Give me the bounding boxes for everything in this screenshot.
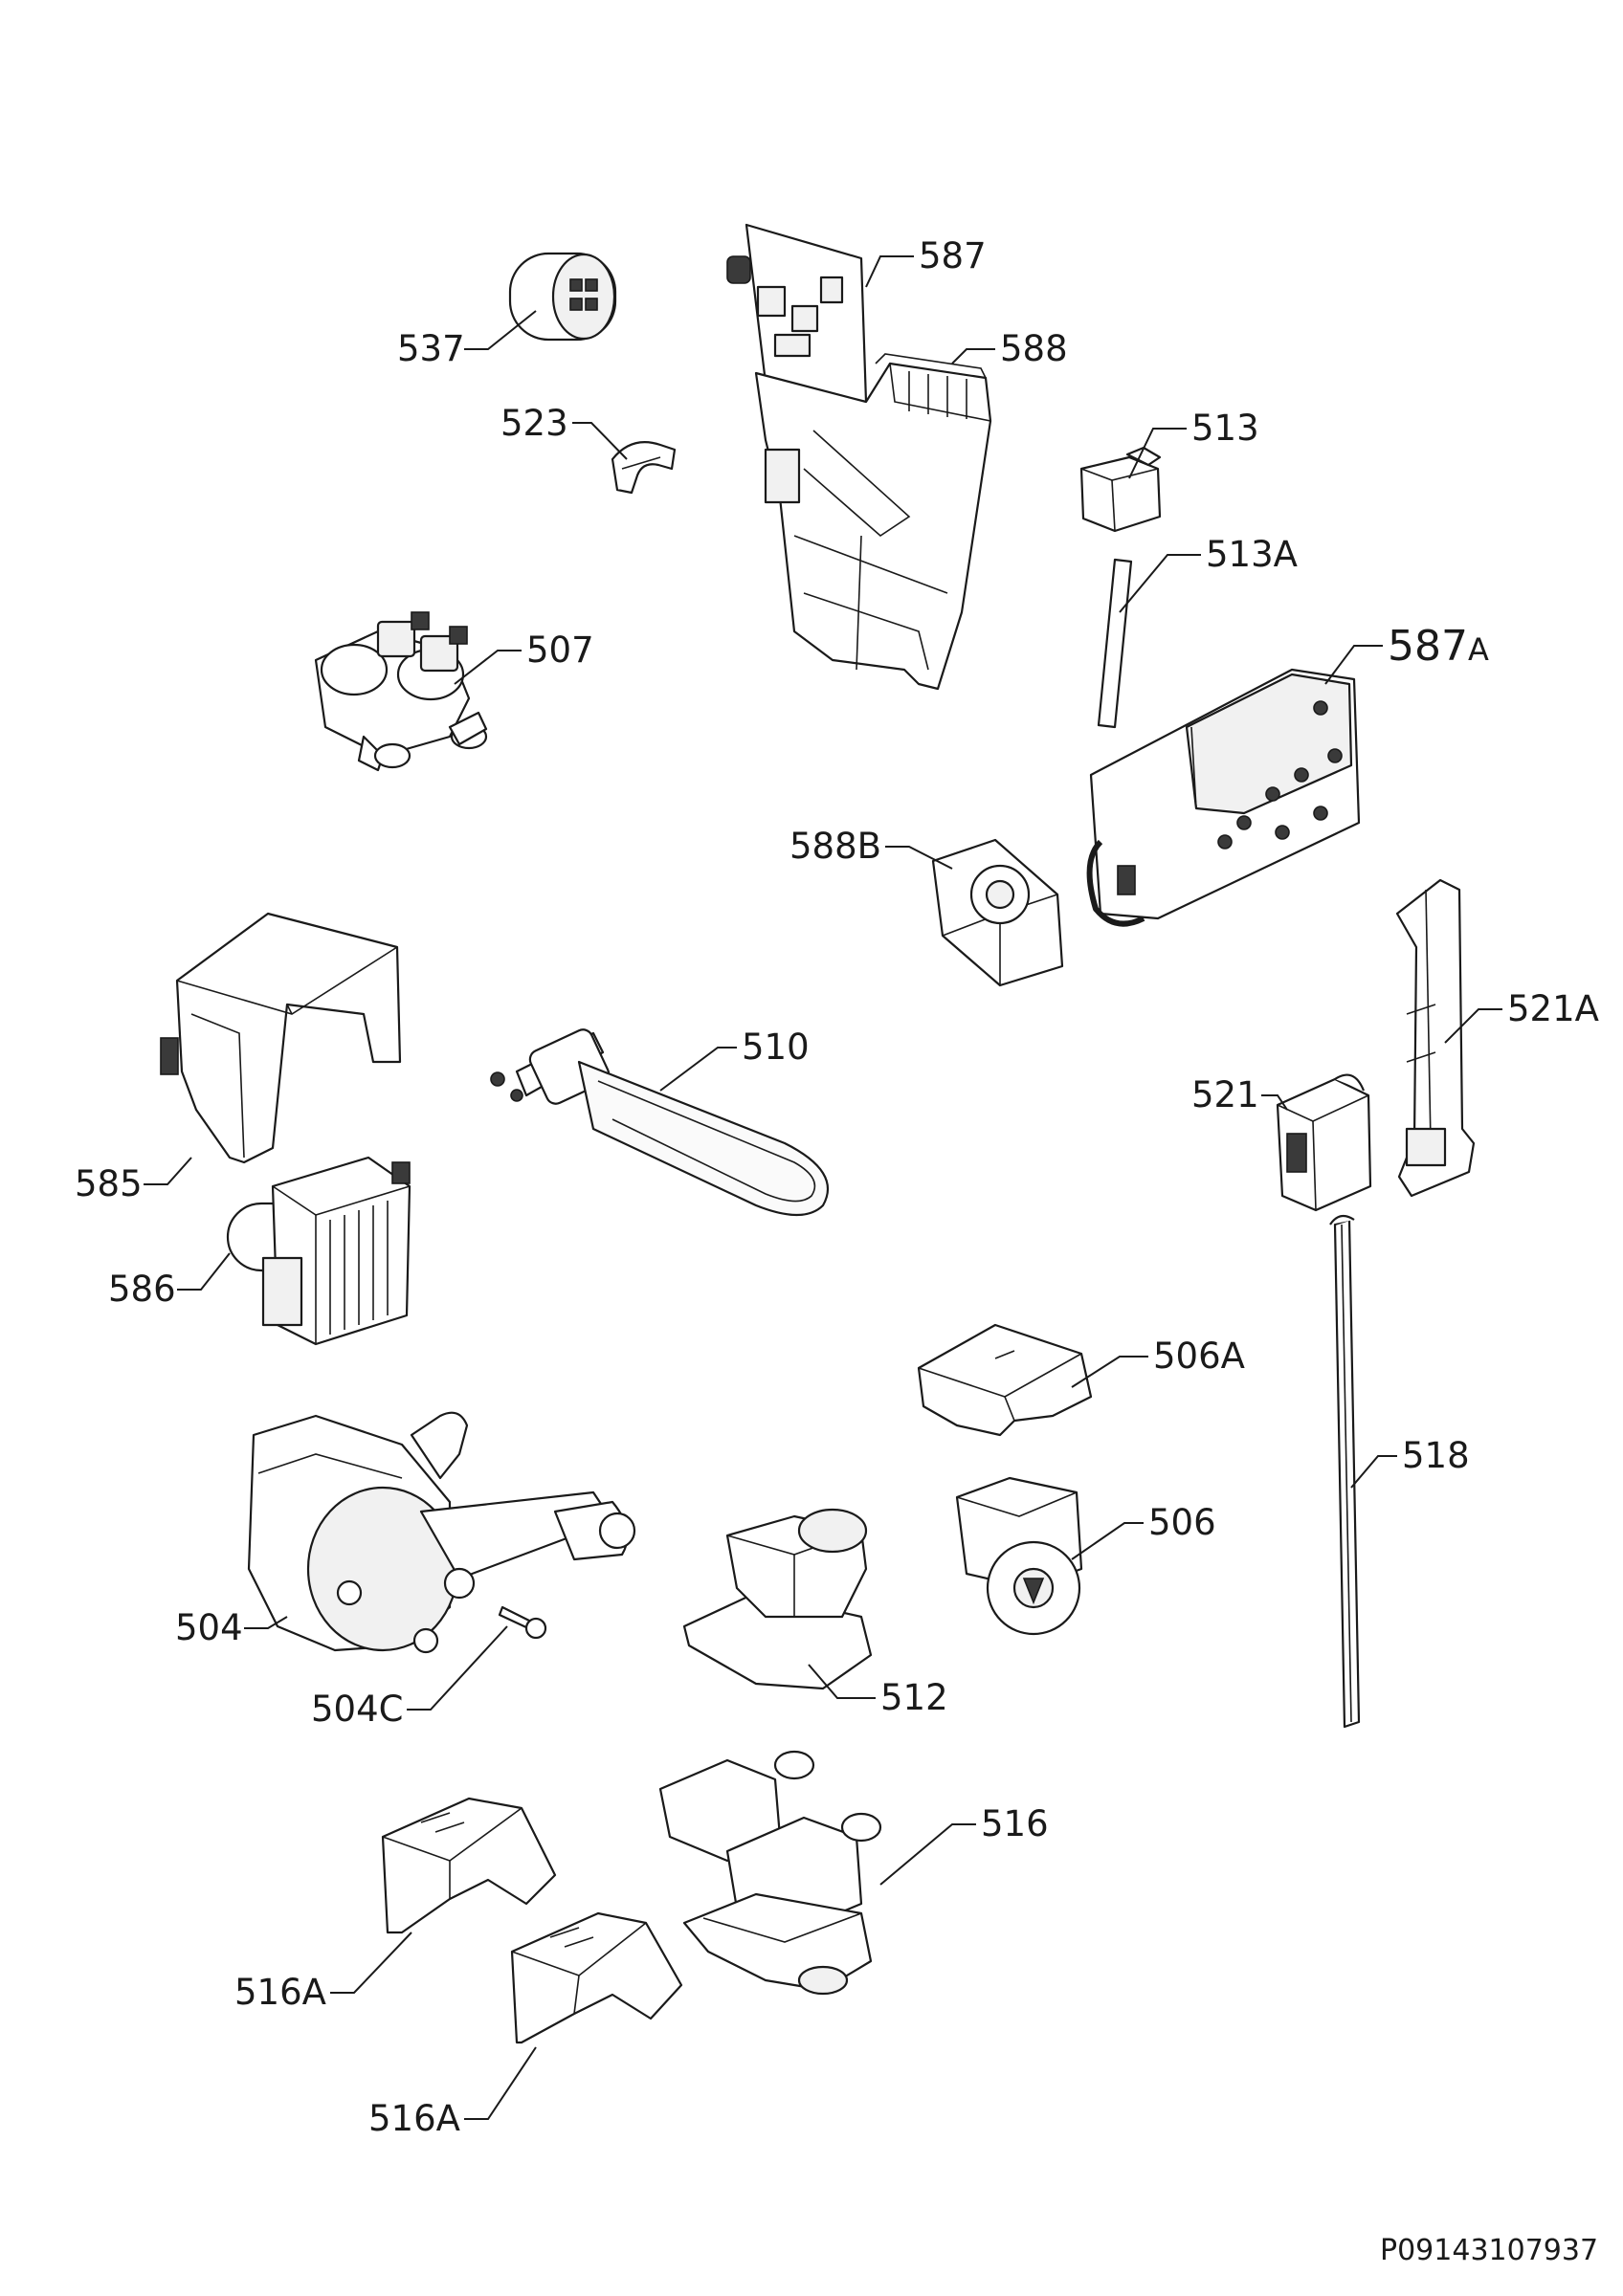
label-510: 510 xyxy=(742,1027,810,1068)
label-587A: 587A xyxy=(1388,622,1489,671)
label-518: 518 xyxy=(1402,1435,1470,1476)
label-513: 513 xyxy=(1191,408,1259,449)
part-516A-cover-2 xyxy=(510,1911,683,2044)
part-510-heater xyxy=(490,1028,829,1216)
part-516A-cover-1 xyxy=(381,1797,557,1934)
leader-587 xyxy=(865,255,914,288)
part-588-board-housing xyxy=(754,353,992,691)
leader-587A xyxy=(1324,645,1383,685)
part-587-control-board xyxy=(726,223,868,404)
leader-504 xyxy=(244,1616,288,1629)
part-521-door-lock xyxy=(1276,1073,1372,1212)
label-513A: 513A xyxy=(1206,534,1298,575)
leader-504C xyxy=(407,1625,508,1711)
label-516A-2: 516A xyxy=(368,2098,460,2139)
leader-513A xyxy=(1119,554,1201,613)
leader-506A xyxy=(1071,1356,1148,1388)
label-588: 588 xyxy=(1000,328,1068,369)
leader-516A-2 xyxy=(464,2046,537,2120)
leader-523 xyxy=(572,422,628,460)
label-516: 516 xyxy=(981,1803,1049,1844)
part-523-clip xyxy=(611,441,677,495)
part-513A-rod xyxy=(1097,558,1133,729)
leader-521A xyxy=(1444,1008,1502,1044)
label-506: 506 xyxy=(1148,1502,1216,1543)
label-507: 507 xyxy=(526,629,594,671)
part-587A-display-board xyxy=(1086,668,1361,927)
label-506A: 506A xyxy=(1153,1336,1245,1377)
leader-512 xyxy=(808,1664,876,1699)
label-512: 512 xyxy=(880,1677,948,1718)
part-516-valve-assembly xyxy=(658,1750,882,1996)
leader-516A-1 xyxy=(330,1932,412,1994)
part-588B-selector xyxy=(931,838,1064,987)
label-587: 587 xyxy=(919,235,987,276)
leader-588 xyxy=(951,348,995,364)
label-516A-1: 516A xyxy=(234,1972,326,2013)
part-586-module xyxy=(226,1156,411,1346)
label-523: 523 xyxy=(500,403,568,444)
part-504-motor xyxy=(247,1411,636,1654)
part-521A-bracket xyxy=(1395,878,1476,1198)
label-588B: 588B xyxy=(789,826,881,867)
leader-507 xyxy=(454,650,522,685)
part-537-capacitor xyxy=(508,252,617,342)
leader-518 xyxy=(1350,1455,1397,1489)
label-504: 504 xyxy=(175,1607,243,1648)
part-504C-screw xyxy=(498,1605,547,1640)
leader-586 xyxy=(177,1252,231,1291)
leader-506 xyxy=(1071,1522,1144,1560)
part-513-connector xyxy=(1079,446,1162,533)
label-537: 537 xyxy=(397,328,465,369)
label-504C: 504C xyxy=(311,1689,403,1730)
part-507-inlet-valve xyxy=(314,611,488,772)
leader-521 xyxy=(1261,1094,1288,1111)
label-521: 521 xyxy=(1191,1074,1259,1115)
leader-537 xyxy=(464,310,537,350)
part-506-drain-pump xyxy=(955,1476,1083,1636)
document-code: P09143107937 xyxy=(1380,2234,1598,2267)
part-518-wire xyxy=(1329,1214,1361,1729)
leader-588B xyxy=(885,846,953,870)
label-521A: 521A xyxy=(1507,988,1599,1029)
leader-513 xyxy=(1128,428,1187,479)
leader-510 xyxy=(659,1047,737,1092)
part-512-sensor-plate xyxy=(682,1508,873,1690)
label-585: 585 xyxy=(75,1163,143,1204)
part-585-cover xyxy=(160,912,402,1164)
label-586: 586 xyxy=(108,1269,176,1310)
part-506A-pump-cover xyxy=(917,1323,1093,1437)
leader-516 xyxy=(879,1823,976,1886)
leader-585 xyxy=(144,1157,192,1185)
